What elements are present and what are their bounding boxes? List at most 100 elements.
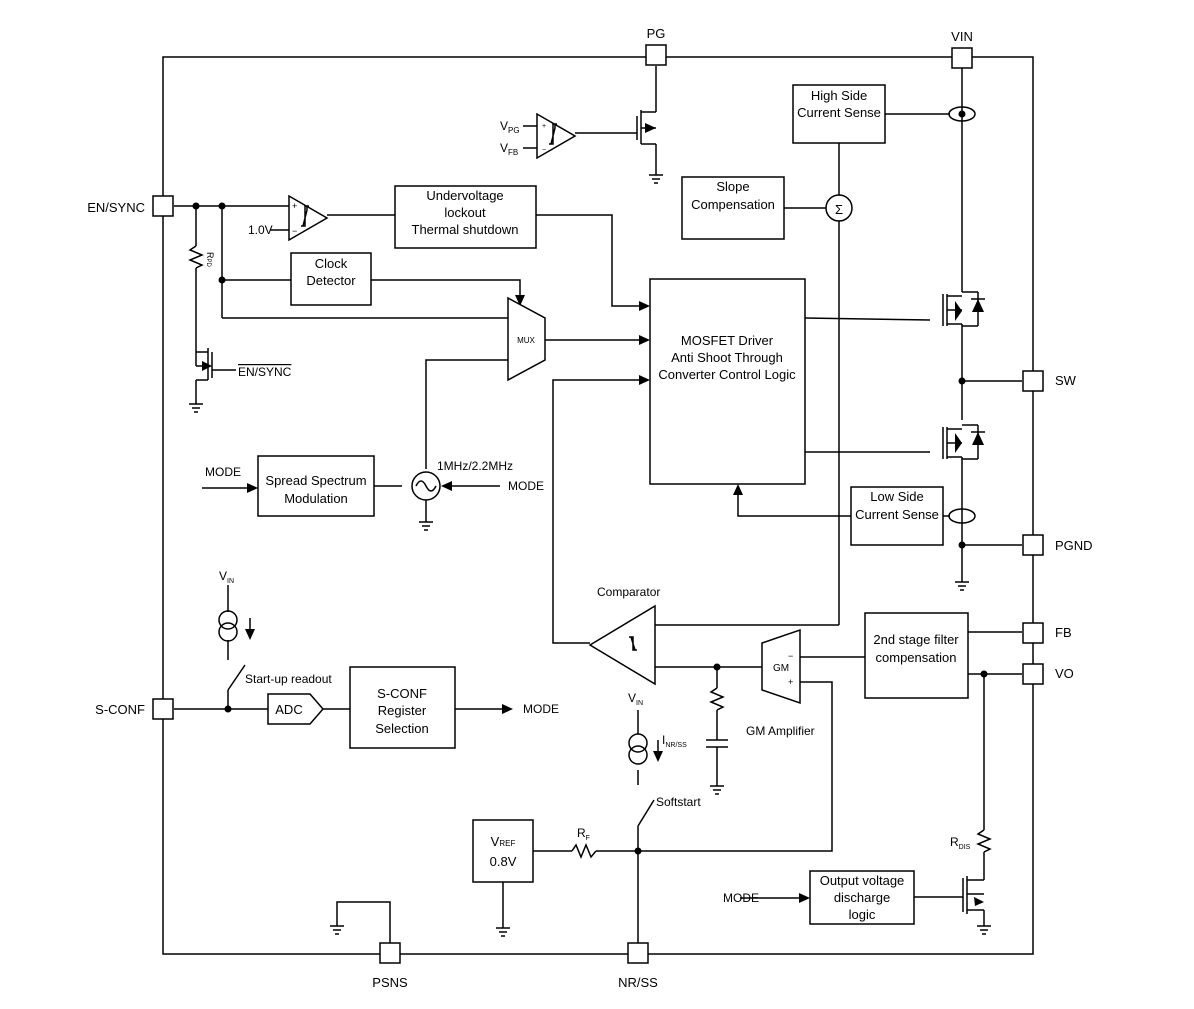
- clock-detector-block: Clock Detector: [290, 252, 372, 306]
- svg-text:Compensation: Compensation: [691, 197, 775, 212]
- pins: [152, 44, 1044, 964]
- driver-block: MOSFET Driver Anti Shoot Through Convert…: [649, 278, 806, 485]
- psns-pin: [379, 942, 401, 964]
- summing-node-icon: [825, 194, 853, 222]
- fb-label: FB: [1055, 625, 1072, 640]
- gm-label: GM: [773, 663, 789, 674]
- ground-icon: [419, 521, 433, 531]
- sw-pin: [1022, 370, 1044, 392]
- vin-nrss-label: VIN: [628, 691, 643, 707]
- svg-text:Current Sense: Current Sense: [797, 105, 881, 120]
- svg-text:logic: logic: [849, 907, 876, 922]
- current-sense-ring-icon: [948, 106, 976, 122]
- vin-label: VIN: [951, 29, 973, 44]
- wires: [174, 66, 1022, 943]
- pgnd-label: PGND: [1055, 538, 1093, 553]
- ground-icon: [955, 581, 969, 591]
- oscillator-icon: [411, 471, 441, 501]
- adc: ADC: [267, 693, 324, 725]
- svg-text:compensation: compensation: [876, 650, 957, 665]
- mux: MUX: [507, 296, 546, 382]
- vfb-label: VFB: [500, 141, 518, 157]
- pg-comparator: + −: [536, 112, 577, 160]
- svg-text:VREF: VREF: [491, 834, 516, 849]
- gm-amplifier-label: GM Amplifier: [746, 724, 815, 738]
- ground-icon: [710, 785, 724, 795]
- sconf-register-block: S-CONF Register Selection: [349, 666, 456, 749]
- svg-text:Slope: Slope: [716, 179, 749, 194]
- discharge-logic-block: Output voltage discharge logic: [809, 870, 915, 925]
- freq-label: 1MHz/2.2MHz: [437, 459, 513, 473]
- minus-sign: −: [788, 651, 793, 661]
- junctions: [192, 110, 988, 855]
- svg-text:2nd stage filter: 2nd stage filter: [873, 632, 959, 647]
- filter-compensation-block: 2nd stage filter compensation: [864, 612, 969, 699]
- vo-pin: [1022, 663, 1044, 685]
- current-source-icon: [628, 710, 648, 765]
- en-comparator: + −: [288, 194, 329, 242]
- current-source-icon: [218, 610, 238, 642]
- pg-pin: [645, 44, 667, 66]
- rf-label: RF: [577, 826, 590, 842]
- plus-sign: +: [788, 677, 793, 687]
- uvlo-block: Undervoltage lockout Thermal shutdown: [394, 185, 537, 249]
- sw-label: SW: [1055, 373, 1077, 388]
- vpg-label: VPG: [500, 119, 520, 135]
- nr-ss-label: NR/SS: [618, 975, 658, 990]
- svg-text:Current Sense: Current Sense: [855, 507, 939, 522]
- low-side-current-sense-block: Low Side Current Sense: [850, 486, 944, 546]
- threshold-label: 1.0V: [248, 223, 273, 237]
- minus-sign: −: [542, 147, 546, 154]
- svg-text:Low Side: Low Side: [870, 489, 923, 504]
- svg-text:MOSFET Driver: MOSFET Driver: [681, 333, 774, 348]
- inr-ss-label: INR/SS: [662, 733, 687, 749]
- svg-text:Modulation: Modulation: [284, 491, 348, 506]
- svg-text:Register: Register: [378, 703, 427, 718]
- svg-text:Undervoltage: Undervoltage: [426, 188, 503, 203]
- rpd-label: RPD: [205, 252, 215, 268]
- plus-sign: +: [542, 123, 546, 130]
- vref-block: VREF 0.8V: [472, 819, 534, 883]
- ground-icon: [977, 925, 991, 935]
- svg-text:S-CONF: S-CONF: [377, 686, 427, 701]
- mode-ss-label: MODE: [205, 465, 241, 479]
- ground-icon: [189, 403, 203, 413]
- ground-icon: [496, 927, 510, 937]
- fb-pin: [1022, 622, 1044, 644]
- svg-text:Spread Spectrum: Spread Spectrum: [265, 473, 366, 488]
- softstart-label: Softstart: [656, 795, 701, 809]
- svg-text:Selection: Selection: [375, 721, 428, 736]
- startup-readout-label: Start-up readout: [245, 672, 332, 686]
- ground-icons: [189, 174, 991, 937]
- s-conf-label: S-CONF: [95, 702, 145, 717]
- mode-discharge-label: MODE: [723, 891, 759, 905]
- pg-label: PG: [647, 26, 666, 41]
- vin-sconf-label: VIN: [219, 569, 234, 585]
- svg-text:High Side: High Side: [811, 88, 867, 103]
- pgnd-pin: [1022, 534, 1044, 556]
- gm-amplifier: GM − +: [761, 628, 801, 705]
- main-comparator: [588, 604, 656, 686]
- current-sense-ring-icon: [948, 508, 976, 524]
- nr-ss-pin: [627, 942, 649, 964]
- vin-pin: [951, 47, 973, 69]
- vo-label: VO: [1055, 666, 1074, 681]
- en-sync-bar-label: EN/SYNC: [238, 365, 292, 379]
- svg-text:Detector: Detector: [306, 273, 356, 288]
- svg-text:Thermal shutdown: Thermal shutdown: [412, 222, 519, 237]
- slope-compensation-block: Slope Compensation: [681, 176, 785, 240]
- adc-label: ADC: [275, 702, 302, 717]
- plus-sign: +: [292, 201, 297, 211]
- en-sync-pin: [152, 195, 174, 217]
- comparator-label: Comparator: [597, 585, 660, 599]
- svg-text:discharge: discharge: [834, 890, 890, 905]
- mux-label: MUX: [517, 336, 535, 345]
- minus-sign: −: [292, 226, 297, 236]
- ground-icon: [330, 925, 344, 935]
- svg-text:Clock: Clock: [315, 256, 348, 271]
- svg-text:Anti Shoot Through: Anti Shoot Through: [671, 350, 783, 365]
- high-side-current-sense-block: High Side Current Sense: [792, 84, 886, 144]
- s-conf-pin: [152, 698, 174, 720]
- ground-icon: [649, 174, 663, 184]
